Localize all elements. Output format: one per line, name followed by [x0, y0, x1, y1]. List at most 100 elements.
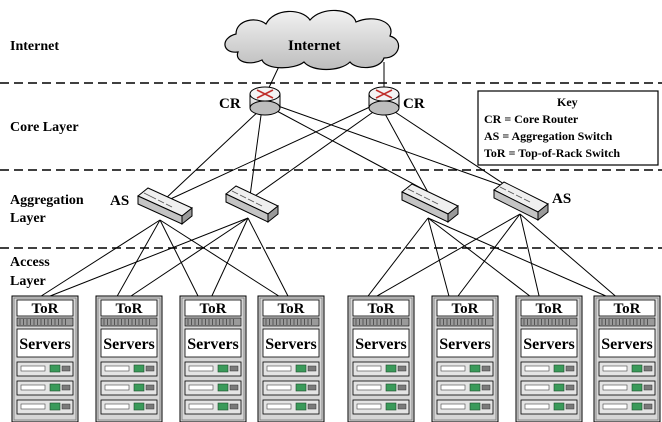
- layer-label-access-line2: Layer: [10, 274, 46, 289]
- server-unit: [184, 399, 242, 415]
- drive-led-icon: [217, 383, 229, 392]
- drive-led-icon: [553, 402, 565, 411]
- internet-cloud: Internet: [224, 9, 400, 71]
- servers-label: Servers: [439, 336, 491, 353]
- rack-vent-icon: [523, 319, 570, 325]
- server-unit: [184, 380, 242, 396]
- drive-led-icon: [217, 402, 229, 411]
- drive-led-icon: [469, 364, 481, 373]
- servers-label: Servers: [103, 336, 155, 353]
- server-rack: ToR Servers: [95, 295, 163, 422]
- aggregation-switch-2: [225, 185, 279, 224]
- drive-led-icon: [385, 364, 397, 373]
- router-arrows-icon: [375, 89, 393, 99]
- server-rack: ToR Servers: [593, 295, 661, 422]
- server-unit: [100, 380, 158, 396]
- tor-switch-label: ToR: [116, 301, 143, 317]
- server-rack: ToR Servers: [431, 295, 499, 422]
- server-unit: [262, 380, 320, 396]
- tor-switch-label: ToR: [368, 301, 395, 317]
- drive-led-icon: [385, 383, 397, 392]
- router-arrows-icon: [256, 89, 274, 99]
- key-box: Key CR = Core Router AS = Aggregation Sw…: [477, 90, 659, 166]
- core-router-right: CR: [368, 86, 425, 116]
- tor-switch-label: ToR: [278, 301, 305, 317]
- connection-lines: [34, 59, 621, 301]
- server-unit: [598, 399, 656, 415]
- drive-led-icon: [295, 364, 307, 373]
- aggregation-switch-1: AS: [110, 187, 193, 226]
- drive-led-icon: [295, 383, 307, 392]
- server-unit: [262, 399, 320, 415]
- drive-led-icon: [133, 383, 145, 392]
- tor-switch-label: ToR: [32, 301, 59, 317]
- rack-vent-icon: [355, 319, 402, 325]
- key-title: Key: [557, 95, 578, 109]
- server-unit: [16, 380, 74, 396]
- switch-ports-icon: [143, 192, 173, 208]
- aggregation-switch-4: AS: [493, 181, 571, 222]
- server-unit: [16, 361, 74, 377]
- rack-vent-icon: [265, 319, 312, 325]
- drive-led-icon: [49, 383, 61, 392]
- server-unit: [520, 399, 578, 415]
- drive-led-icon: [469, 383, 481, 392]
- layer-label-aggregation-line1: Aggregation: [10, 193, 84, 208]
- rack-vent-icon: [601, 319, 648, 325]
- server-racks: ToR Servers ToR Servers ToR Servers ToR Servers…: [11, 295, 661, 422]
- server-unit: [436, 361, 494, 377]
- layer-label-access-line1: Access: [10, 255, 50, 270]
- tor-switch-label: ToR: [200, 301, 227, 317]
- switch-ports-icon: [231, 190, 263, 207]
- internet-cloud-label: Internet: [288, 38, 341, 54]
- server-unit: [436, 399, 494, 415]
- layer-label-internet: Internet: [10, 39, 59, 54]
- tor-switch-label: ToR: [614, 301, 641, 317]
- core-router-left: CR: [219, 86, 281, 116]
- server-rack: ToR Servers: [179, 295, 247, 422]
- drive-led-icon: [295, 402, 307, 411]
- server-unit: [262, 361, 320, 377]
- server-unit: [100, 399, 158, 415]
- servers-label: Servers: [601, 336, 653, 353]
- server-unit: [16, 399, 74, 415]
- servers-label: Servers: [355, 336, 407, 353]
- rack-vent-icon: [103, 319, 150, 325]
- server-unit: [100, 361, 158, 377]
- drive-led-icon: [553, 383, 565, 392]
- drive-led-icon: [631, 383, 643, 392]
- drive-led-icon: [631, 402, 643, 411]
- switch-ports-icon: [407, 188, 439, 205]
- servers-label: Servers: [265, 336, 317, 353]
- key-entry-cr: CR = Core Router: [484, 112, 579, 126]
- aggregation-switch-4-label: AS: [552, 191, 571, 207]
- servers-label: Servers: [19, 336, 71, 353]
- server-unit: [598, 380, 656, 396]
- aggregation-switch-1-label: AS: [110, 193, 129, 209]
- key-entry-as: AS = Aggregation Switch: [484, 129, 613, 143]
- server-rack: ToR Servers: [257, 295, 325, 422]
- core-router-left-label: CR: [219, 96, 241, 112]
- core-router-right-label: CR: [403, 96, 425, 112]
- rack-vent-icon: [19, 319, 66, 325]
- server-unit: [352, 380, 410, 396]
- drive-led-icon: [217, 364, 229, 373]
- server-unit: [184, 361, 242, 377]
- server-rack: ToR Servers: [347, 295, 415, 422]
- server-unit: [598, 361, 656, 377]
- drive-led-icon: [133, 364, 145, 373]
- drive-led-icon: [133, 402, 145, 411]
- drive-led-icon: [49, 402, 61, 411]
- server-unit: [520, 361, 578, 377]
- server-unit: [436, 380, 494, 396]
- layer-label-core: Core Layer: [10, 120, 79, 135]
- server-unit: [352, 399, 410, 415]
- drive-led-icon: [469, 402, 481, 411]
- aggregation-switch-3: [401, 183, 459, 224]
- servers-label: Servers: [523, 336, 575, 353]
- tor-switch-label: ToR: [452, 301, 479, 317]
- servers-label: Servers: [187, 336, 239, 353]
- drive-led-icon: [553, 364, 565, 373]
